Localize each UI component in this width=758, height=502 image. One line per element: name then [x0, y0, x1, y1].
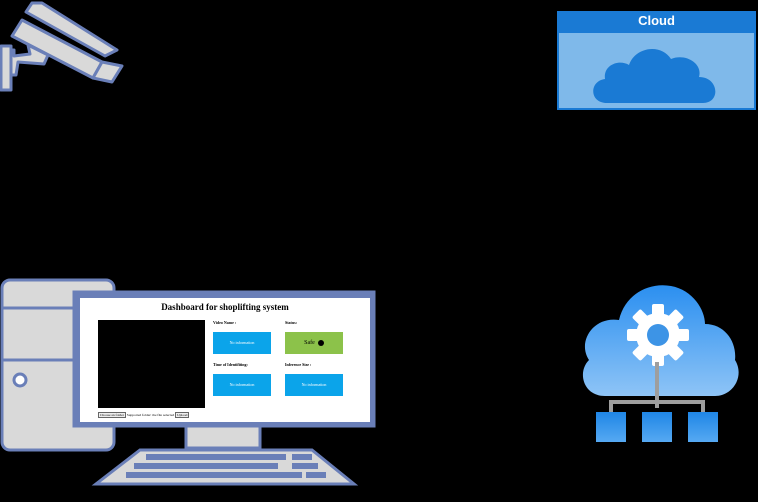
- cloud-icon: [593, 48, 716, 103]
- cloud-panel: Cloud: [557, 11, 756, 110]
- video-name-value: No information: [213, 332, 271, 354]
- upload-button[interactable]: Upload: [175, 412, 190, 418]
- cctv-camera-icon: [0, 1, 124, 92]
- cloud-title: Cloud: [559, 13, 754, 33]
- video-preview: [98, 320, 205, 408]
- inference-label: Inference Size :: [285, 362, 312, 367]
- video-name-label: Video Name :: [213, 320, 237, 325]
- dashboard-title: Dashboard for shoplifting system: [161, 302, 289, 312]
- inference-value: No information: [285, 374, 343, 396]
- status-value: Safe: [304, 340, 315, 346]
- time-value: No information: [213, 374, 271, 396]
- status-badge: Safe: [285, 332, 343, 354]
- check-icon: [317, 339, 324, 346]
- file-upload-row: Choose an folder Supported folder: the f…: [98, 412, 190, 418]
- dashboard-screen: Dashboard for shoplifting system Video N…: [80, 298, 370, 422]
- cloud-network-gear-icon: [582, 285, 739, 442]
- choose-folder-button[interactable]: Choose an folder: [98, 412, 126, 418]
- time-label: Time of Identifiting:: [213, 362, 248, 367]
- status-label: Status:: [285, 320, 298, 325]
- file-text: Supported folder: the file selected: [126, 413, 175, 417]
